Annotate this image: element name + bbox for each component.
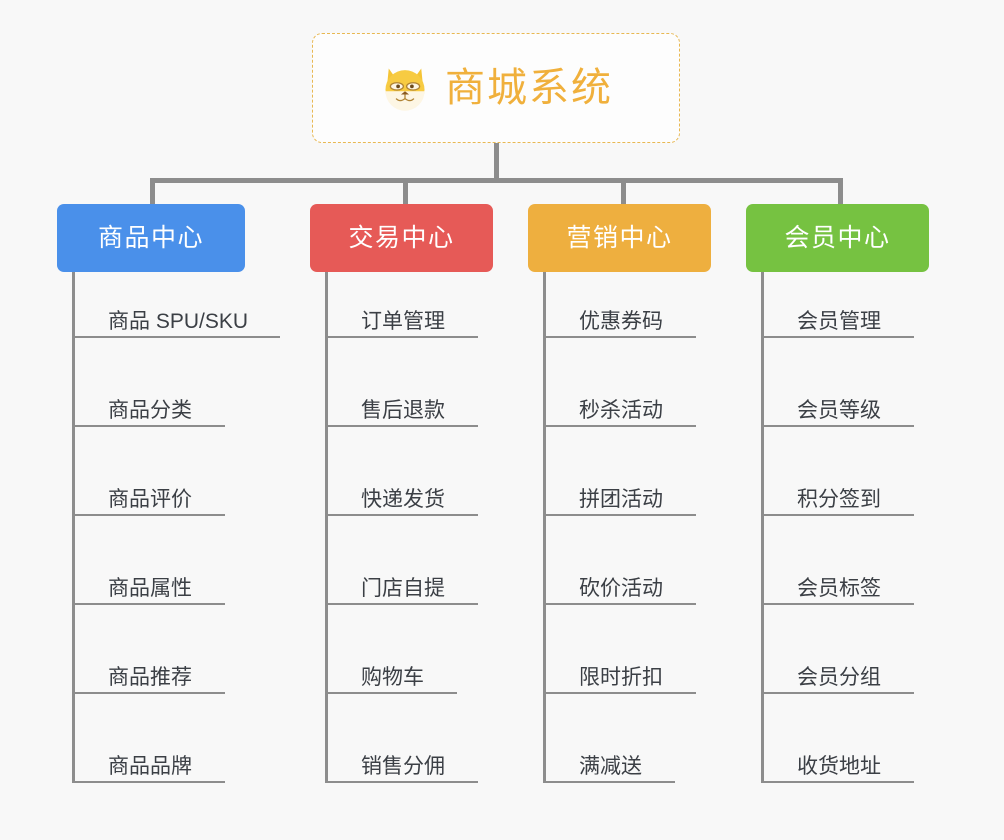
category-box-4[interactable]: 会员中心: [746, 204, 929, 272]
leaf-item[interactable]: 商品分类: [75, 383, 225, 427]
leaf-item-label: 商品属性: [108, 576, 192, 600]
leaf-spine: [543, 272, 546, 783]
leaf-item[interactable]: 会员管理: [764, 294, 914, 338]
leaf-item[interactable]: 售后退款: [328, 383, 478, 427]
leaf-item-label: 商品品牌: [108, 754, 192, 778]
connector-drop-1: [150, 178, 155, 204]
leaf-item-label: 商品 SPU/SKU: [108, 309, 249, 333]
category-label: 商品中心: [97, 223, 204, 252]
leaf-item-label: 门店自提: [361, 576, 445, 600]
leaf-item[interactable]: 限时折扣: [546, 650, 696, 694]
leaf-item-label: 购物车: [361, 665, 424, 689]
leaf-item-label: 满减送: [579, 754, 642, 778]
leaf-item-label: 积分签到: [797, 487, 881, 511]
leaf-item[interactable]: 订单管理: [328, 294, 478, 338]
leaf-item[interactable]: 积分签到: [764, 472, 914, 516]
category-label: 营销中心: [566, 223, 673, 252]
category-label: 会员中心: [784, 223, 891, 252]
leaf-item-label: 会员分组: [797, 665, 881, 689]
leaf-item-label: 会员标签: [797, 576, 881, 600]
leaf-item[interactable]: 会员标签: [764, 561, 914, 605]
leaf-item-label: 快递发货: [361, 487, 445, 511]
leaf-item[interactable]: 收货地址: [764, 739, 914, 783]
leaf-spine: [72, 272, 75, 783]
leaf-spine: [761, 272, 764, 783]
leaf-item-label: 销售分佣: [361, 754, 445, 778]
category-box-1[interactable]: 商品中心: [57, 204, 245, 272]
leaf-item-label: 商品推荐: [108, 665, 192, 689]
leaf-item[interactable]: 商品评价: [75, 472, 225, 516]
leaf-item-label: 收货地址: [797, 754, 881, 778]
root-title: 商城系统: [445, 66, 613, 110]
category-box-2[interactable]: 交易中心: [310, 204, 493, 272]
leaf-item[interactable]: 砍价活动: [546, 561, 696, 605]
leaf-item-label: 秒杀活动: [579, 398, 663, 422]
leaf-item[interactable]: 商品 SPU/SKU: [75, 294, 280, 338]
leaf-item[interactable]: 会员分组: [764, 650, 914, 694]
leaf-item-label: 会员管理: [797, 309, 881, 333]
leaf-item[interactable]: 拼团活动: [546, 472, 696, 516]
leaf-item[interactable]: 商品品牌: [75, 739, 225, 783]
leaf-item-label: 优惠券码: [579, 309, 663, 333]
leaf-item[interactable]: 秒杀活动: [546, 383, 696, 427]
leaf-item-label: 商品分类: [108, 398, 192, 422]
leaf-item[interactable]: 满减送: [546, 739, 675, 783]
leaf-item[interactable]: 会员等级: [764, 383, 914, 427]
category-label: 交易中心: [348, 223, 455, 252]
connector-root-stem: [494, 143, 499, 181]
connector-horizontal-bar: [150, 178, 841, 183]
shiba-dog-face-icon: [379, 62, 431, 114]
leaf-item[interactable]: 销售分佣: [328, 739, 478, 783]
leaf-item[interactable]: 商品推荐: [75, 650, 225, 694]
category-box-3[interactable]: 营销中心: [528, 204, 711, 272]
connector-drop-4: [838, 178, 843, 204]
connector-drop-2: [403, 178, 408, 204]
leaf-item-label: 限时折扣: [579, 665, 663, 689]
leaf-item[interactable]: 优惠券码: [546, 294, 696, 338]
leaf-item-label: 商品评价: [108, 487, 192, 511]
leaf-item-label: 拼团活动: [579, 487, 663, 511]
connector-drop-3: [621, 178, 626, 204]
leaf-item-label: 会员等级: [797, 398, 881, 422]
leaf-item-label: 砍价活动: [579, 576, 663, 600]
leaf-item[interactable]: 门店自提: [328, 561, 478, 605]
leaf-item[interactable]: 购物车: [328, 650, 457, 694]
leaf-item-label: 订单管理: [361, 309, 445, 333]
root-node[interactable]: 商城系统: [312, 33, 680, 143]
leaf-item[interactable]: 商品属性: [75, 561, 225, 605]
leaf-spine: [325, 272, 328, 783]
leaf-item-label: 售后退款: [361, 398, 445, 422]
leaf-item[interactable]: 快递发货: [328, 472, 478, 516]
